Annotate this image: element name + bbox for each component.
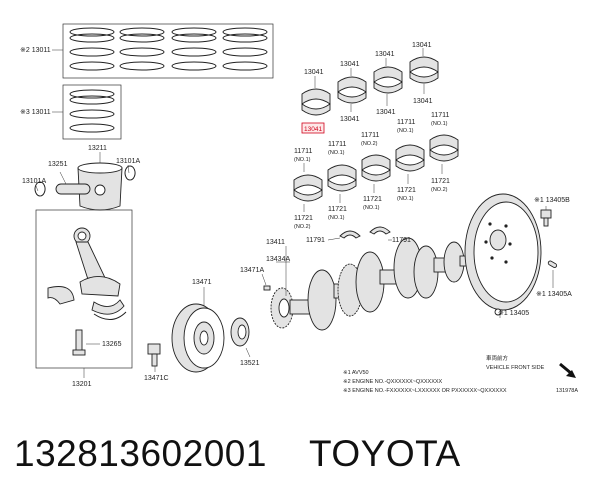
main-bearing-d-callout[interactable]: 11711 [397,119,416,126]
bearing-1-callout[interactable]: 13041 [304,69,324,76]
woodruff-key[interactable]: 13471A [240,267,271,291]
main-bearing-i-suffix: (NO.1) [397,196,414,202]
main-bearing-f-callout[interactable]: 11721 [294,215,313,222]
ring-set-oversize-callout[interactable]: ※3 13011 [20,109,51,116]
main-bearing-b-suffix: (NO.1) [328,150,345,156]
piston-ring-set-standard[interactable]: ※2 13011 [20,23,274,79]
crankshaft-pulley[interactable]: 13471 [171,279,225,373]
crank-timing-gear[interactable]: 13521 [230,317,260,367]
main-bearing-h-callout[interactable]: 11721 [363,196,382,203]
bearing-6-callout[interactable]: 13041 [412,42,432,49]
note-3: ※3 ENGINE NO.-FXXXXXX~LXXXXXX OR PXXXXXX… [343,388,507,394]
thrust-right-callout[interactable]: 11791 [392,237,411,244]
selected-part-highlight[interactable]: 13041 [301,122,325,134]
main-bearing-j-suffix: (NO.2) [431,187,448,193]
ring-set-standard-callout[interactable]: ※2 13011 [20,47,51,54]
main-bearing-g-callout[interactable]: 11721 [328,206,347,213]
main-bearing-c-suffix: (NO.2) [361,141,378,147]
part-caption: 132813602001 TOYOTA [14,428,461,480]
thrust-washer-left[interactable]: 11791 [306,230,361,244]
main-bearing-b-callout[interactable]: 11711 [328,141,347,148]
oil-seal-callout[interactable]: 13411 [266,239,285,246]
snap-ring-right[interactable]: 13101A [116,158,140,181]
main-bearing-upper-2[interactable]: 11711 (NO.1) 11721 (NO.1) [327,141,357,221]
note-1: ※1 AVV50 [343,370,369,376]
bearing-7-callout[interactable]: 13041 [413,98,433,105]
thrust-washer-right[interactable]: 11791 [369,226,411,244]
snap-ring-left[interactable]: 13101A [22,178,46,197]
crankshaft[interactable] [289,237,471,331]
conrod-bearing-top-1[interactable]: 13041 [301,69,331,116]
crank-key-callout[interactable]: 13434A [266,256,290,263]
bearing-3-callout[interactable]: 13041 [340,116,360,123]
crank-oil-seal-callout-group[interactable]: 13411 13434A [266,239,290,296]
main-bearing-a-callout[interactable]: 11711 [294,148,313,155]
main-bearing-f-suffix: (NO.2) [294,224,311,230]
pulley-bolt[interactable]: 13471C [144,343,169,382]
pulley-callout[interactable]: 13471 [192,279,212,286]
connecting-rod-assembly[interactable]: 13201 [35,209,133,388]
note-2: ※2 ENGINE NO.-QXXXXXX~QXXXXXX [343,379,443,385]
diagram-id: 131978A [556,388,578,394]
bearing-2-callout[interactable]: 13041 [340,61,360,68]
snap-ring-left-callout[interactable]: 13101A [22,178,46,185]
main-bearing-g-suffix: (NO.1) [328,215,345,221]
flywheel-pin-callout[interactable]: ※1 13405A [536,291,572,298]
main-bearing-d-suffix: (NO.1) [397,128,414,134]
brand-name: TOYOTA [308,433,461,474]
main-bearing-e-suffix: (NO.1) [431,121,448,127]
vehicle-front-arrow-icon [559,362,576,378]
main-bearing-upper-4[interactable]: 11711 (NO.1) 11721 (NO.1) [395,119,425,202]
piston-callout[interactable]: 13211 [88,145,107,152]
main-bearing-h-suffix: (NO.1) [363,205,380,211]
bearing-5-callout[interactable]: 13041 [376,109,396,116]
flywheel-pin[interactable]: ※1 13405A [536,260,572,298]
flywheel-bolt[interactable]: ※1 13405B [534,197,570,227]
direction-label-jp: 車両前方 [486,354,509,362]
flywheel-bolt-callout[interactable]: ※1 13405B [534,197,570,204]
flywheel-callout[interactable]: ※1 13405 [498,310,529,317]
conrod-bearing-top-4[interactable]: 13041 13041 [409,42,439,105]
conrod-bolt-callout[interactable]: 13265 [102,341,122,348]
key-callout[interactable]: 13471A [240,267,264,274]
conrod-bearing-top-3[interactable]: 13041 13041 [373,51,403,116]
piston-pin[interactable]: 13251 [48,161,91,195]
piston-ring-set-oversize[interactable]: ※3 13011 [20,84,122,140]
exploded-parts-diagram: ※2 13011 ※3 13011 13211 13251 13101A 131… [20,23,578,394]
part-number: 132813602001 [14,433,267,474]
main-bearing-upper-5[interactable]: 11711 (NO.1) 11721 (NO.2) [429,112,459,193]
crank-sprocket[interactable] [270,287,294,329]
direction-label-en: VEHICLE FRONT SIDE [486,365,545,371]
conrod-bolt[interactable]: 13265 [72,329,122,356]
conrod-bearing-top-2[interactable]: 13041 13041 [337,61,367,123]
main-bearing-i-callout[interactable]: 11721 [397,187,416,194]
conrod-assembly-callout[interactable]: 13201 [72,381,92,388]
main-bearing-j-callout[interactable]: 11721 [431,178,450,185]
pulley-bolt-callout[interactable]: 13471C [144,375,169,382]
bearing-4-callout[interactable]: 13041 [375,51,395,58]
main-bearing-upper-1[interactable]: 11711 (NO.1) 11721 (NO.2) [293,148,323,230]
snap-ring-right-callout[interactable]: 13101A [116,158,140,165]
main-bearing-e-callout[interactable]: 11711 [431,112,450,119]
main-bearing-c-callout[interactable]: 11711 [361,132,380,139]
main-bearing-a-suffix: (NO.1) [294,157,311,163]
main-bearing-upper-3[interactable]: 11711 (NO.2) 11721 (NO.1) [361,132,391,211]
gear-callout[interactable]: 13521 [240,360,260,367]
piston[interactable]: 13211 [77,145,123,211]
flywheel[interactable]: ※1 13405 [464,193,542,318]
selected-part-number[interactable]: 13041 [304,126,322,133]
piston-pin-callout[interactable]: 13251 [48,161,68,168]
thrust-left-callout[interactable]: 11791 [306,237,325,244]
